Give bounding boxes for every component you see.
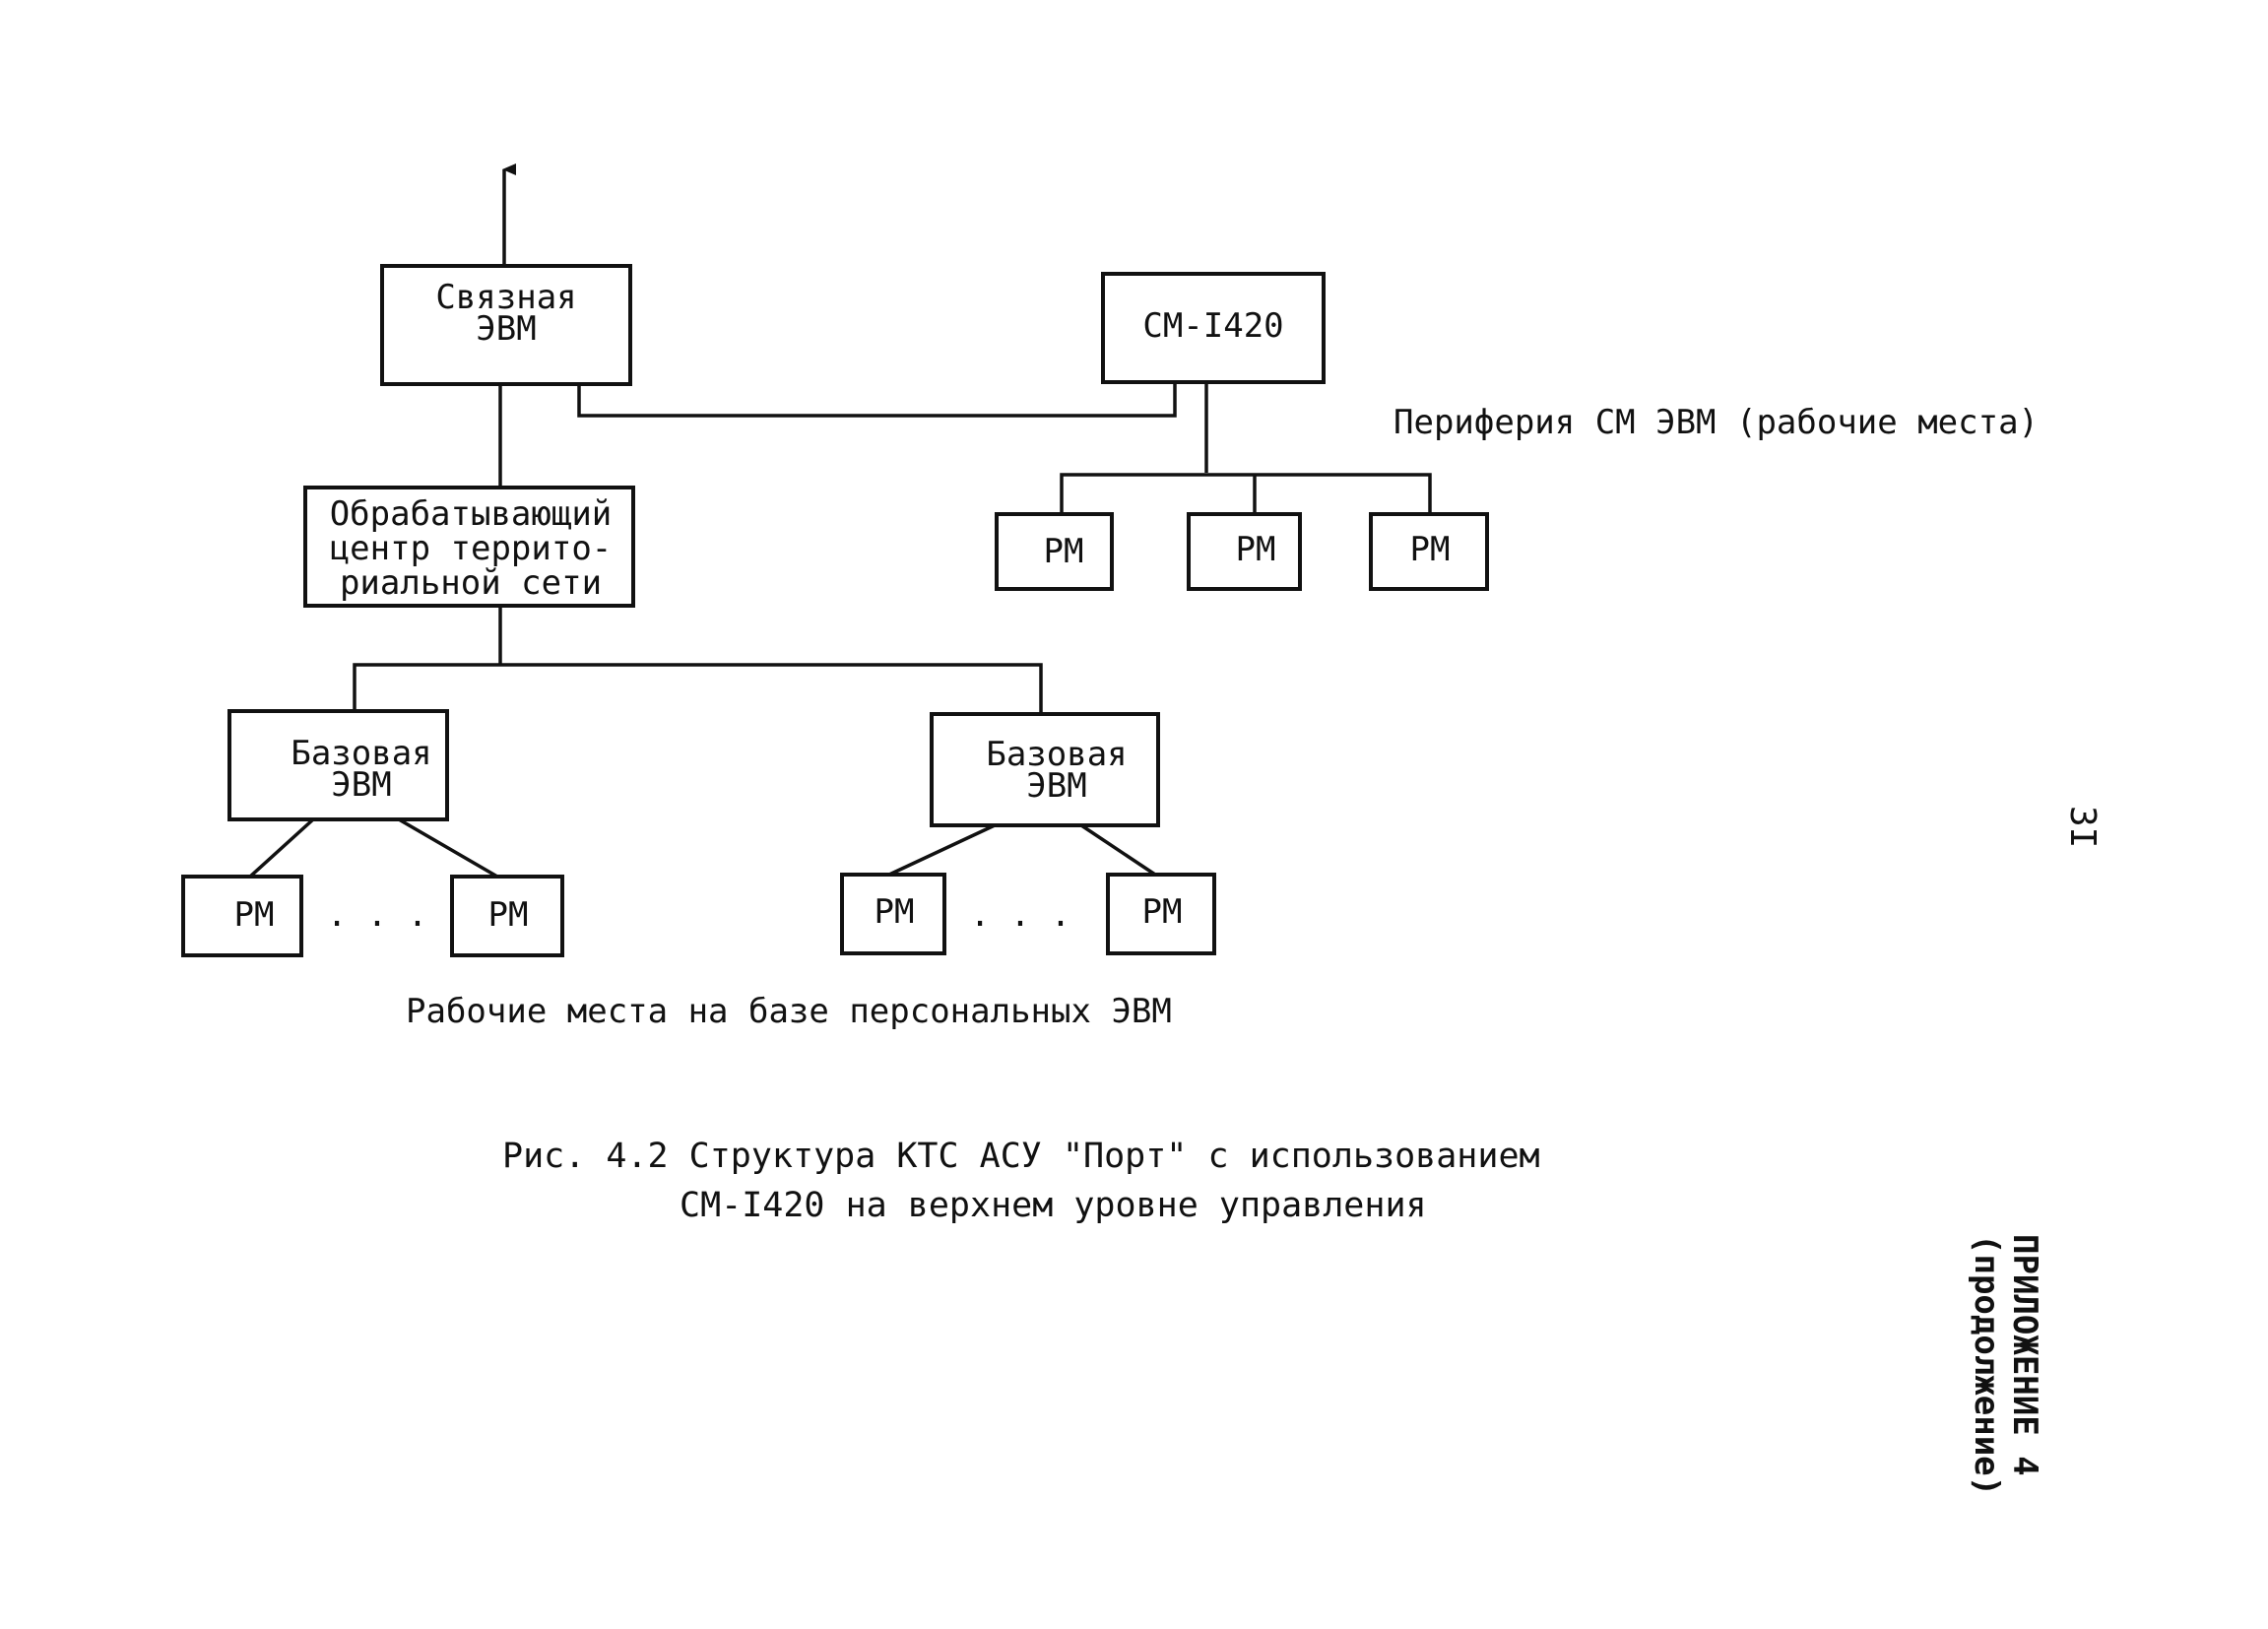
edge-baseleft-rm2: [398, 817, 498, 879]
svg-text:Обрабатывающий: Обрабатывающий: [330, 494, 613, 534]
page-number: 3I: [2062, 806, 2103, 849]
edge-periphery-bus: [1060, 473, 1432, 514]
node-sm1420: СМ-I420: [1101, 272, 1326, 384]
periphery-label: Периферия СМ ЭВМ (рабочие места): [1393, 403, 2040, 442]
node-base-evm-left: Базовая ЭВМ: [227, 709, 449, 821]
node-label-line: РМ: [1044, 532, 1084, 571]
svg-text:ЭВМ: ЭВМ: [476, 309, 536, 349]
node-rm-periphery-2: РМ: [1187, 512, 1302, 591]
node-base-evm-right: Базовая ЭВМ: [930, 712, 1160, 827]
node-svyaznaya-evm: Связная ЭВМ: [380, 264, 632, 386]
svg-text:РМ: РМ: [875, 892, 915, 932]
ellipsis-right: . . .: [970, 895, 1070, 935]
node-label-line: РМ: [1410, 530, 1451, 569]
workstations-label: Рабочие места на базе персональных ЭВМ: [406, 992, 1172, 1031]
node-label-line: центр террито-: [330, 529, 613, 568]
node-label-line: РМ: [1236, 530, 1276, 569]
node-label-line: Обрабатывающий: [330, 494, 613, 534]
appendix-label: ПРИЛОЖЕНИЕ 4 (продолжение): [1966, 1234, 2044, 1497]
node-label-line: Базовая: [291, 734, 431, 773]
ellipsis-left: . . .: [327, 895, 427, 935]
svg-text:ЭВМ: ЭВМ: [331, 765, 391, 805]
svg-text:Базовая: Базовая: [291, 734, 431, 773]
node-rm-left-2: РМ: [450, 875, 564, 957]
node-rm-right-1: РМ: [840, 873, 946, 955]
figure-caption-line-2: СМ-I420 на верхнем уровне управления: [680, 1186, 1427, 1225]
svg-text:РМ: РМ: [234, 895, 275, 935]
appendix-title: ПРИЛОЖЕНИЕ 4: [2005, 1234, 2044, 1476]
node-label-line: СМ-I420: [1142, 306, 1283, 346]
edge-base-bus: [353, 663, 1043, 714]
edge-svyaznaya-sm1420: [577, 382, 1177, 418]
node-label-line: Базовая: [986, 735, 1127, 774]
svg-text:РМ: РМ: [1142, 892, 1183, 932]
svg-text:центр террито-: центр террито-: [330, 529, 613, 568]
svg-text:РМ: РМ: [1044, 532, 1084, 571]
node-label-line: РМ: [1142, 892, 1183, 932]
svg-text:Связная: Связная: [435, 278, 576, 317]
node-label-line: РМ: [875, 892, 915, 932]
figure-caption-line-1: Рис. 4.2 Структура КТС АСУ "Порт" с испо…: [502, 1137, 1540, 1176]
svg-text:РМ: РМ: [1410, 530, 1451, 569]
node-rm-periphery-3: РМ: [1369, 512, 1489, 591]
edge-baseleft-rm1: [248, 817, 315, 879]
svg-text:ЭВМ: ЭВМ: [1026, 766, 1086, 806]
node-label-line: ЭВМ: [1026, 766, 1086, 806]
edge-baseright-rm1: [888, 823, 996, 877]
svg-text:РМ: РМ: [1236, 530, 1276, 569]
node-processing-center: Обрабатывающий центр террито- риальной с…: [303, 486, 635, 608]
node-label-line: ЭВМ: [476, 309, 536, 349]
svg-text:СМ-I420: СМ-I420: [1142, 306, 1283, 346]
node-rm-right-2: РМ: [1106, 873, 1216, 955]
edge-baseright-rm2: [1080, 823, 1156, 877]
node-label-line: ЭВМ: [331, 765, 391, 805]
svg-text:Базовая: Базовая: [986, 735, 1127, 774]
svg-text:РМ: РМ: [488, 895, 529, 935]
node-label-line: Связная: [435, 278, 576, 317]
node-label-line: РМ: [234, 895, 275, 935]
node-label-line: РМ: [488, 895, 529, 935]
node-rm-periphery-1: РМ: [995, 512, 1114, 591]
svg-text:риальной сети: риальной сети: [340, 563, 602, 603]
appendix-subtitle: (продолжение): [1966, 1234, 2006, 1497]
node-label-line: риальной сети: [340, 563, 602, 603]
node-rm-left-1: РМ: [181, 875, 303, 957]
